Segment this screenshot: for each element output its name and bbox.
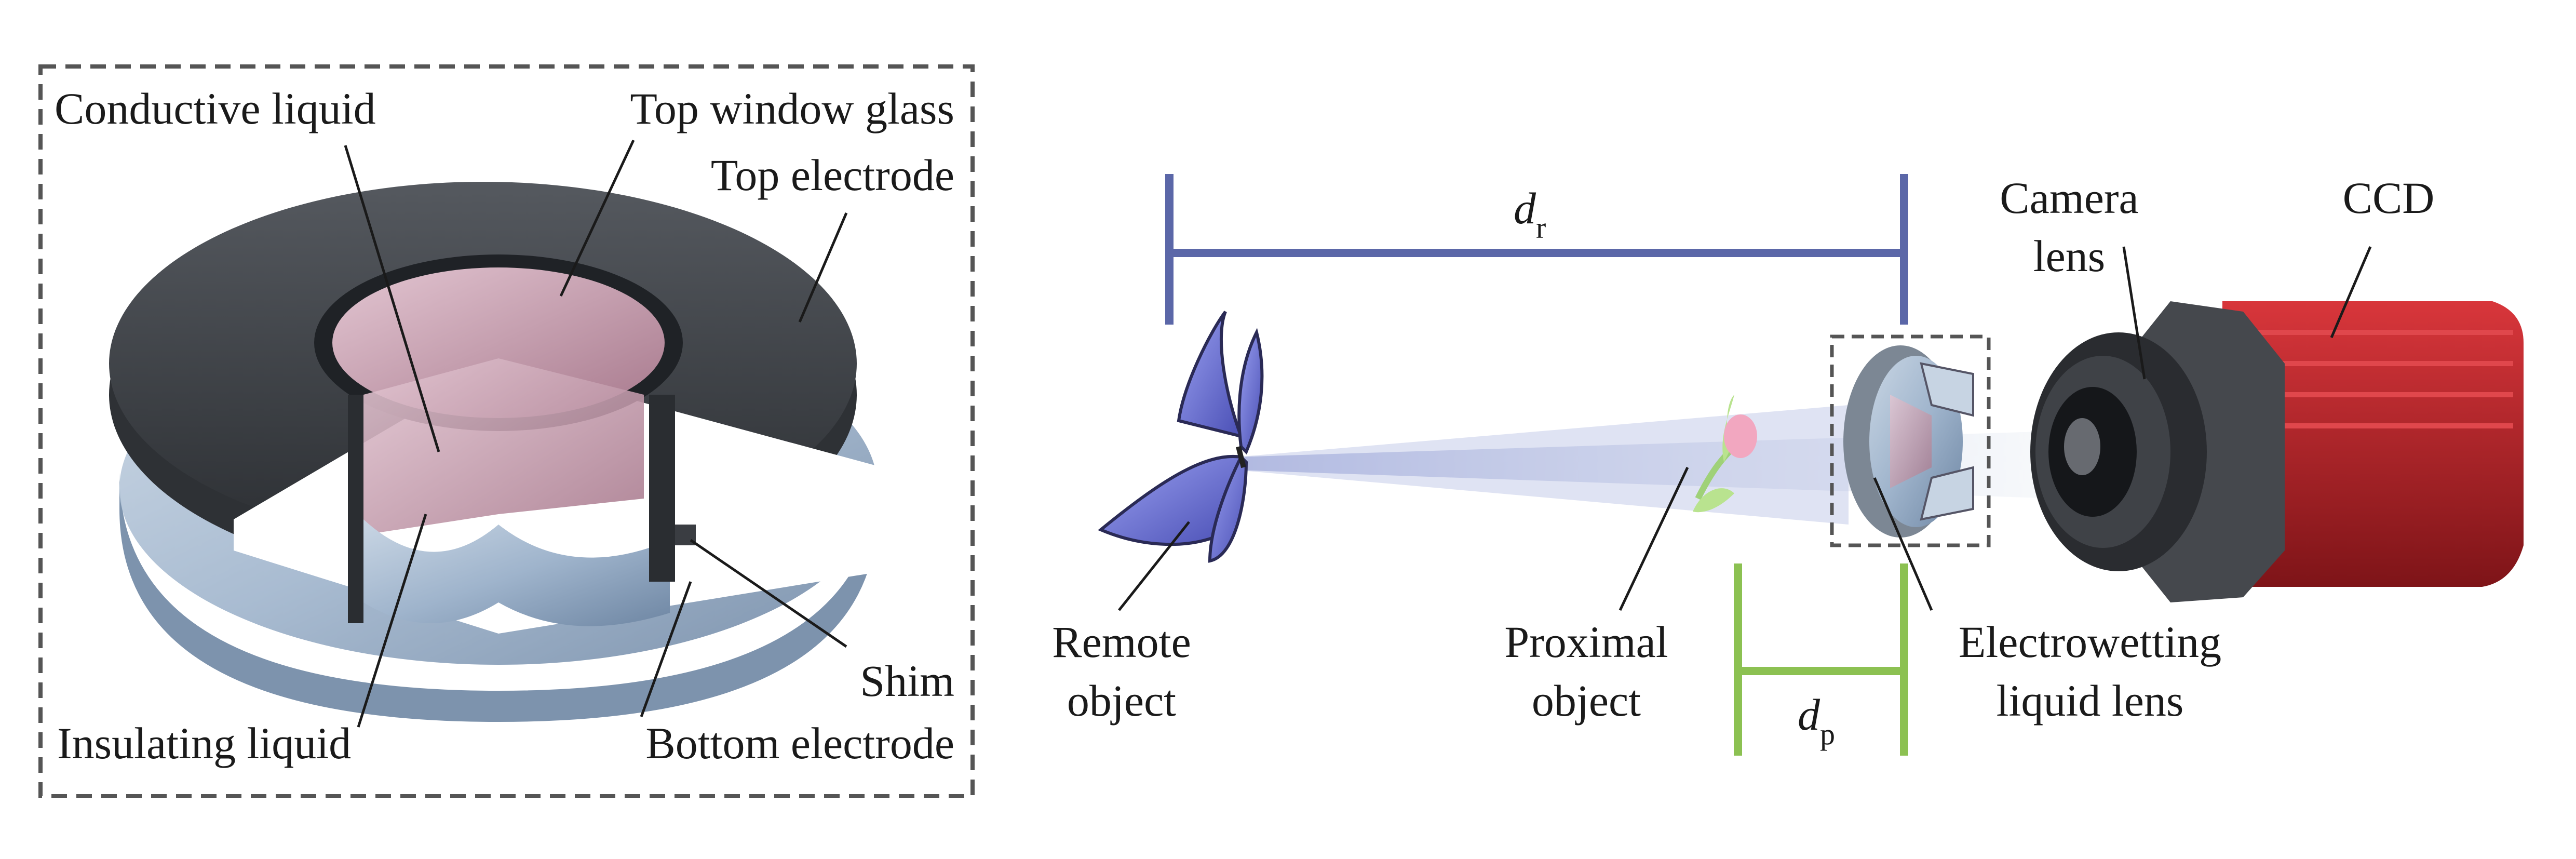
- label-top-electrode: Top electrode: [711, 150, 954, 200]
- imaging-setup-panel: dr dp: [1052, 173, 2524, 756]
- setup-leader-lines: [1118, 246, 2372, 611]
- ccd-body: [2222, 301, 2524, 587]
- label-insulating-liquid: Insulating liquid: [57, 718, 351, 768]
- label-remote-object-line2: object: [1067, 676, 1176, 726]
- label-liquid-lens-line1: Electrowetting: [1959, 617, 2221, 667]
- distance-proximal-subscript: p: [1820, 717, 1835, 751]
- flower-proximal-object: [1693, 395, 1757, 513]
- lens-cutaway-panel: Conductive liquid Top window glass Top e…: [38, 64, 975, 798]
- ccd-fins: [2243, 330, 2513, 428]
- distance-remote-label: dr: [1514, 183, 1546, 245]
- electrowetting-liquid-lens: [1843, 345, 1974, 538]
- light-beam-cone: [1236, 405, 1849, 525]
- distance-proximal-symbol: d: [1798, 690, 1820, 740]
- label-shim: Shim: [860, 656, 954, 706]
- label-conductive-liquid: Conductive liquid: [55, 84, 376, 133]
- conductive-liquid: [363, 358, 644, 535]
- liquid-lens-dashed-frame: [1830, 334, 1991, 547]
- label-proximal-object-line1: Proximal: [1504, 617, 1668, 667]
- label-proximal-object-line2: object: [1532, 676, 1641, 726]
- label-camera-lens-line1: Camera: [2000, 173, 2138, 223]
- camera-assembly: [2030, 301, 2524, 602]
- label-remote-object-line1: Remote: [1052, 617, 1191, 667]
- distance-remote-subscript: r: [1536, 211, 1546, 245]
- chamber-wall-right: [649, 395, 675, 582]
- insulating-liquid: [363, 519, 670, 626]
- camera-lens-highlight: [2064, 418, 2100, 475]
- distance-remote-symbol: d: [1514, 183, 1536, 233]
- label-top-window-glass: Top window glass: [630, 84, 954, 133]
- label-bottom-electrode: Bottom electrode: [645, 718, 954, 768]
- cutaway-leader-lines: [344, 139, 848, 728]
- distance-proximal-label: dp: [1798, 690, 1835, 751]
- label-liquid-lens-line2: liquid lens: [1997, 676, 2184, 726]
- proximal-distance-bracket: [1734, 563, 1908, 756]
- remote-distance-bracket: [1165, 174, 1908, 325]
- label-ccd: CCD: [2343, 173, 2435, 223]
- label-camera-lens-line2: lens: [2033, 231, 2106, 281]
- chamber-wall-left: [348, 395, 363, 623]
- cutaway-dashed-frame: [38, 64, 975, 798]
- butterfly-remote-object: [1098, 311, 1264, 563]
- lens-cutaway-illustration: [109, 182, 883, 722]
